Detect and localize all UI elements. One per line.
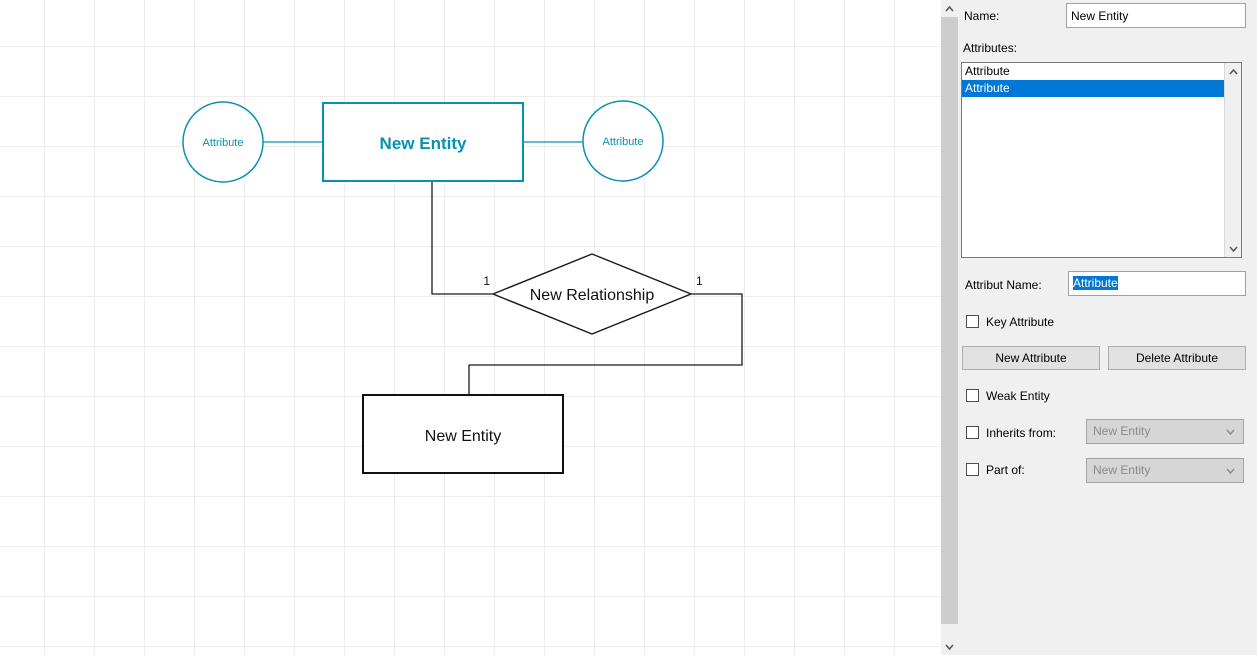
chevron-down-icon xyxy=(1228,245,1238,252)
diagram-svg: New Entity Attribute Attribute New Relat… xyxy=(182,100,743,474)
attribut-name-input[interactable]: Attribute xyxy=(1068,271,1246,296)
entity-top-label: New Entity xyxy=(380,134,467,153)
entity-bottom[interactable] xyxy=(362,394,564,474)
part-of-checkbox[interactable] xyxy=(966,463,979,476)
scroll-up-button[interactable] xyxy=(941,0,958,17)
diagram-canvas[interactable]: New Entity Attribute Attribute New Relat… xyxy=(0,0,941,655)
delete-attribute-button[interactable]: Delete Attribute xyxy=(1108,346,1246,370)
name-label: Name: xyxy=(964,9,1000,23)
chevron-down-icon xyxy=(1226,429,1235,435)
chevron-down-icon xyxy=(1226,468,1235,474)
relationship-diamond[interactable] xyxy=(491,253,693,335)
listbox-scrollbar[interactable] xyxy=(1224,63,1241,257)
attributes-listbox-rows: Attribute Attribute xyxy=(962,63,1224,257)
attribut-name-selected-text: Attribute xyxy=(1073,276,1118,290)
attribute-circle-left-label: Attribute xyxy=(203,137,244,149)
attributes-label: Attributes: xyxy=(963,41,1018,55)
part-of-label: Part of: xyxy=(986,463,1025,477)
attribute-circle-right[interactable] xyxy=(582,100,664,182)
relationship-label: New Relationship xyxy=(530,287,655,304)
part-of-dropdown-value: New Entity xyxy=(1093,463,1151,477)
chevron-down-icon xyxy=(945,643,954,650)
cardinality-left-label: 1 xyxy=(483,274,490,288)
new-attribute-button[interactable]: New Attribute xyxy=(962,346,1100,370)
cardinality-right-label: 1 xyxy=(696,274,703,288)
scroll-down-button[interactable] xyxy=(941,638,958,655)
scrollbar-thumb[interactable] xyxy=(941,17,958,624)
attribute-circle-left[interactable] xyxy=(182,101,264,183)
attribute-circle-right-label: Attribute xyxy=(603,136,644,148)
listbox-scroll-up-button[interactable] xyxy=(1225,63,1241,80)
weak-entity-label: Weak Entity xyxy=(986,389,1050,403)
properties-panel: Name: Attributes: Attribute Attribute xyxy=(958,0,1257,655)
main-vertical-scrollbar[interactable] xyxy=(941,0,958,655)
attribute-list-item[interactable]: Attribute xyxy=(965,64,1010,78)
key-attribute-checkbox[interactable] xyxy=(966,315,979,328)
entity-bottom-label: New Entity xyxy=(425,428,501,445)
attributes-listbox[interactable]: Attribute Attribute xyxy=(961,62,1242,258)
name-input[interactable] xyxy=(1066,3,1246,28)
weak-entity-checkbox[interactable] xyxy=(966,389,979,402)
part-of-dropdown[interactable]: New Entity xyxy=(1086,458,1244,483)
listbox-scroll-down-button[interactable] xyxy=(1225,240,1241,257)
inherits-from-dropdown[interactable]: New Entity xyxy=(1086,419,1244,444)
connector-entity-relationship[interactable] xyxy=(431,180,493,295)
attribut-name-label: Attribut Name: xyxy=(965,278,1042,292)
inherits-from-checkbox[interactable] xyxy=(966,426,979,439)
connector-relationship-entity[interactable] xyxy=(468,293,743,395)
chevron-up-icon xyxy=(945,5,954,12)
attribute-list-item-selected[interactable]: Attribute xyxy=(962,80,1224,97)
entity-top[interactable] xyxy=(322,102,524,182)
key-attribute-label: Key Attribute xyxy=(986,315,1055,329)
inherits-from-dropdown-value: New Entity xyxy=(1093,424,1151,438)
inherits-from-label: Inherits from: xyxy=(986,426,1057,440)
chevron-up-icon xyxy=(1228,68,1238,75)
